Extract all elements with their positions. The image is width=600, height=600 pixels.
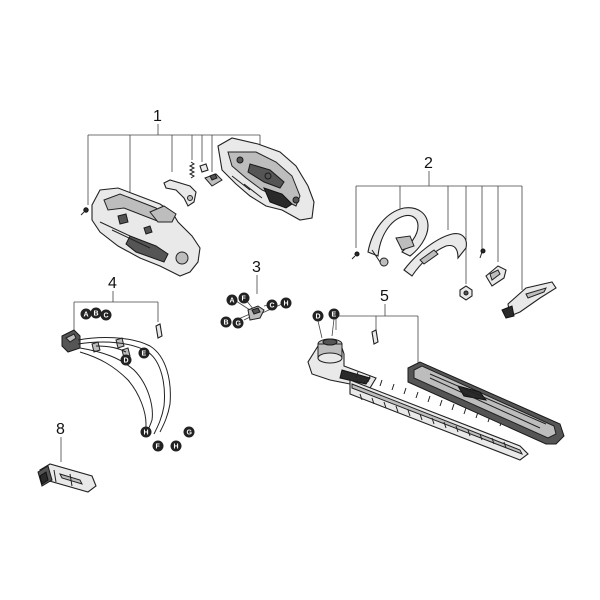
svg-text:D: D <box>124 358 129 365</box>
switch-block <box>204 173 223 187</box>
svg-text:B: B <box>94 311 99 318</box>
housing-left-half <box>91 187 201 277</box>
screw-part-2 <box>351 251 360 260</box>
group-2-handle: 2 <box>351 155 557 319</box>
screw-part-3 <box>479 248 486 259</box>
svg-text:F: F <box>156 444 161 451</box>
hedge-blade <box>349 371 529 461</box>
housing-right-half <box>217 137 315 221</box>
switch-contact <box>247 305 265 321</box>
svg-text:H: H <box>284 301 289 308</box>
svg-text:H: H <box>174 444 179 451</box>
tag-4-G: G <box>183 426 195 438</box>
svg-text:E: E <box>142 351 147 358</box>
svg-text:A: A <box>84 312 89 319</box>
tag-5-D: D <box>312 310 324 322</box>
wire-bundle <box>77 337 171 435</box>
callout-4: 4 <box>108 275 117 292</box>
svg-text:F: F <box>242 296 247 303</box>
plug-connector <box>37 463 97 493</box>
tag-3-A: A <box>226 294 238 306</box>
wire-connector <box>61 329 81 353</box>
group-1-housing: 1 <box>80 108 315 277</box>
tag-4-E: E <box>138 347 150 359</box>
tag-4-H-left: H <box>140 426 152 438</box>
trigger-lever <box>163 179 197 207</box>
tag-4-C: C <box>100 309 112 321</box>
tag-3-G: G <box>232 317 244 329</box>
tag-4-H-right: H <box>170 440 182 452</box>
handle-cover <box>403 233 467 277</box>
svg-text:E: E <box>332 312 337 319</box>
small-clip <box>199 163 209 173</box>
group-5-blade: 5 D <box>307 288 565 461</box>
callout-3: 3 <box>252 259 261 276</box>
svg-text:H: H <box>144 430 149 437</box>
callout-8: 8 <box>56 421 65 438</box>
tag-4-A: A <box>80 308 92 320</box>
group-8-connector: 8 <box>37 421 97 493</box>
bail-handle-front <box>367 207 429 267</box>
tag-3-F: F <box>238 292 250 304</box>
callout-1: 1 <box>153 108 162 125</box>
hex-nut <box>459 285 473 301</box>
tag-3-H: H <box>280 297 292 309</box>
blade-pin <box>371 329 379 345</box>
callout-5: 5 <box>380 288 389 305</box>
tag-4-F: F <box>152 440 164 452</box>
blade-sheath <box>407 361 565 445</box>
group-3-switch: 3 A F B G C H <box>220 259 292 329</box>
tag-4-B: B <box>90 307 102 319</box>
svg-text:C: C <box>270 303 275 310</box>
svg-text:A: A <box>230 298 235 305</box>
screw-part <box>80 207 89 216</box>
callout-2: 2 <box>424 155 433 172</box>
svg-text:B: B <box>224 320 229 327</box>
svg-text:G: G <box>236 321 242 328</box>
tag-3-C: C <box>266 299 278 311</box>
tag-5-E: E <box>328 308 340 320</box>
wire-pin <box>155 323 163 339</box>
spring-part <box>188 161 196 179</box>
latch-part <box>485 265 507 287</box>
group-4-wiring: 4 A B C D E H <box>61 275 195 452</box>
tag-3-B: B <box>220 316 232 328</box>
tag-4-D: D <box>120 354 132 366</box>
svg-text:D: D <box>316 314 321 321</box>
release-lever <box>501 281 557 319</box>
svg-text:C: C <box>104 313 109 320</box>
svg-text:G: G <box>187 430 193 437</box>
motor-gearbox <box>307 338 377 389</box>
